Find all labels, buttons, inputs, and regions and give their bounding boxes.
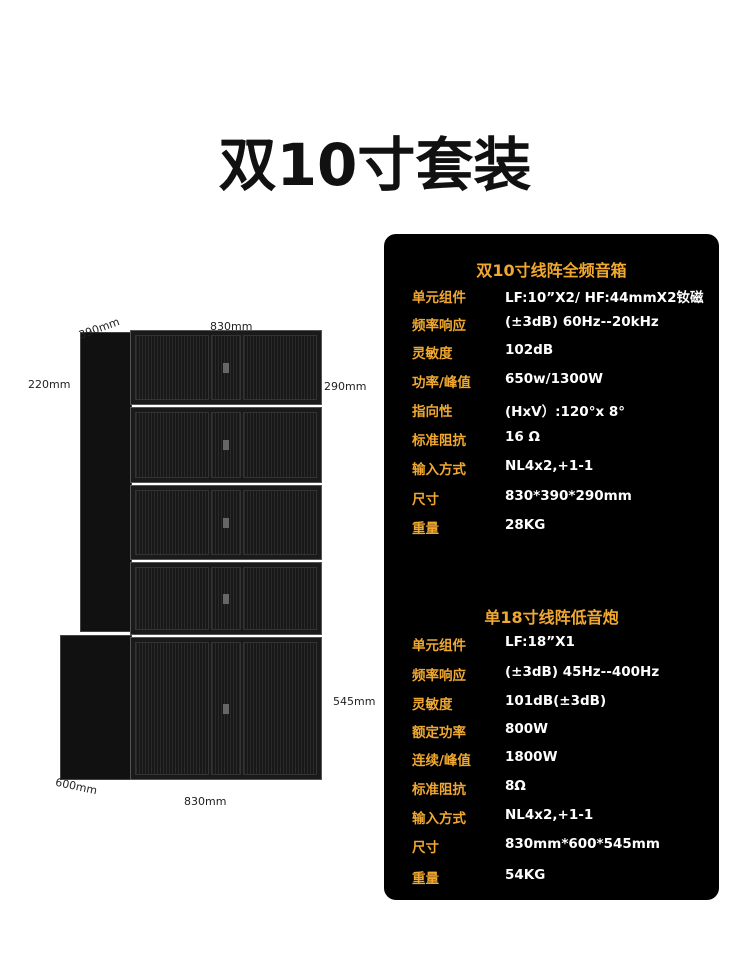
spec-value: 102dB [505,342,554,358]
full-range-title: 双10寸线阵全频音箱 [476,261,627,280]
spec-label: 尺寸 [412,840,439,856]
dim-sub-width: 830mm [184,795,227,808]
spec-label: 尺寸 [412,492,439,508]
line-array-cabinet [130,485,322,560]
spec-row: 额定功率 800W [384,721,719,741]
spec-label: 重量 [412,521,439,537]
spec-value: 16 Ω [505,429,540,445]
spec-value: LF:18”X1 [505,634,575,650]
spec-label: 功率/峰值 [412,375,471,391]
spec-label: 单元组件 [412,638,466,654]
spec-row: 输入方式 NL4x2,+1-1 [384,458,719,478]
spec-row: 尺寸 830*390*290mm [384,488,719,508]
line-array-cabinet [130,330,322,405]
spec-value: 830*390*290mm [505,488,632,504]
page-title: 双10寸套装 [218,131,532,199]
spec-label: 灵敏度 [412,346,453,362]
spec-label: 额定功率 [412,725,466,741]
line-array-cabinet [130,407,322,483]
spec-label: 指向性 [412,404,453,420]
spec-label: 输入方式 [412,811,466,827]
line-array-cabinet [130,562,322,635]
spec-value: 650w/1300W [505,371,604,387]
dim-sub-height: 545mm [333,695,376,708]
subwoofer-title: 单18寸线阵低音炮 [484,608,619,627]
spec-panel: 双10寸线阵全频音箱 单18寸线阵低音炮 单元组件 LF:10”X2/ HF:44… [384,234,719,900]
spec-row: 标准阻抗 8Ω [384,778,719,798]
spec-row: 频率响应 (±3dB) 45Hz--400Hz [384,664,719,684]
spec-value: 1800W [505,749,558,765]
spec-row: 灵敏度 102dB [384,342,719,362]
spec-row: 单元组件 LF:18”X1 [384,634,719,654]
spec-row: 灵敏度 101dB(±3dB) [384,693,719,713]
spec-value: 54KG [505,867,546,883]
spec-row: 频率响应 (±3dB) 60Hz--20kHz [384,314,719,334]
dim-height-left: 220mm [28,378,71,391]
spec-label: 重量 [412,871,439,887]
spec-label: 灵敏度 [412,697,453,713]
spec-row: 重量 54KG [384,867,719,887]
spec-label: 频率响应 [412,318,466,334]
subwoofer-cabinet [130,637,322,780]
spec-value: 8Ω [505,778,526,794]
spec-value: NL4x2,+1-1 [505,458,594,474]
spec-label: 标准阻抗 [412,433,466,449]
spec-row: 单元组件 LF:10”X2/ HF:44mmX2钕磁 [384,286,719,306]
spec-label: 输入方式 [412,462,466,478]
spec-value: LF:10”X2/ HF:44mmX2钕磁 [505,290,704,306]
spec-row: 标准阻抗 16 Ω [384,429,719,449]
spec-row: 尺寸 830mm*600*545mm [384,836,719,856]
spec-value: (±3dB) 60Hz--20kHz [505,314,659,330]
cabinet-side [80,332,132,632]
spec-row: 重量 28KG [384,517,719,537]
spec-row: 功率/峰值 650w/1300W [384,371,719,391]
spec-label: 连续/峰值 [412,753,471,769]
spec-row: 指向性 (HxV）:120°x 8° [384,400,719,420]
spec-value: 800W [505,721,549,737]
spec-value: (±3dB) 45Hz--400Hz [505,664,660,680]
spec-value: 830mm*600*545mm [505,836,660,852]
dim-width-top: 830mm [210,320,253,333]
spec-value: 28KG [505,517,546,533]
spec-label: 标准阻抗 [412,782,466,798]
dim-height-right: 290mm [324,380,367,393]
spec-label: 频率响应 [412,668,466,684]
spec-row: 输入方式 NL4x2,+1-1 [384,807,719,827]
sub-side [60,635,132,780]
spec-label: 单元组件 [412,290,466,306]
spec-value: (HxV）:120°x 8° [505,404,626,420]
spec-value: 101dB(±3dB) [505,693,607,709]
spec-value: NL4x2,+1-1 [505,807,594,823]
spec-row: 连续/峰值 1800W [384,749,719,769]
